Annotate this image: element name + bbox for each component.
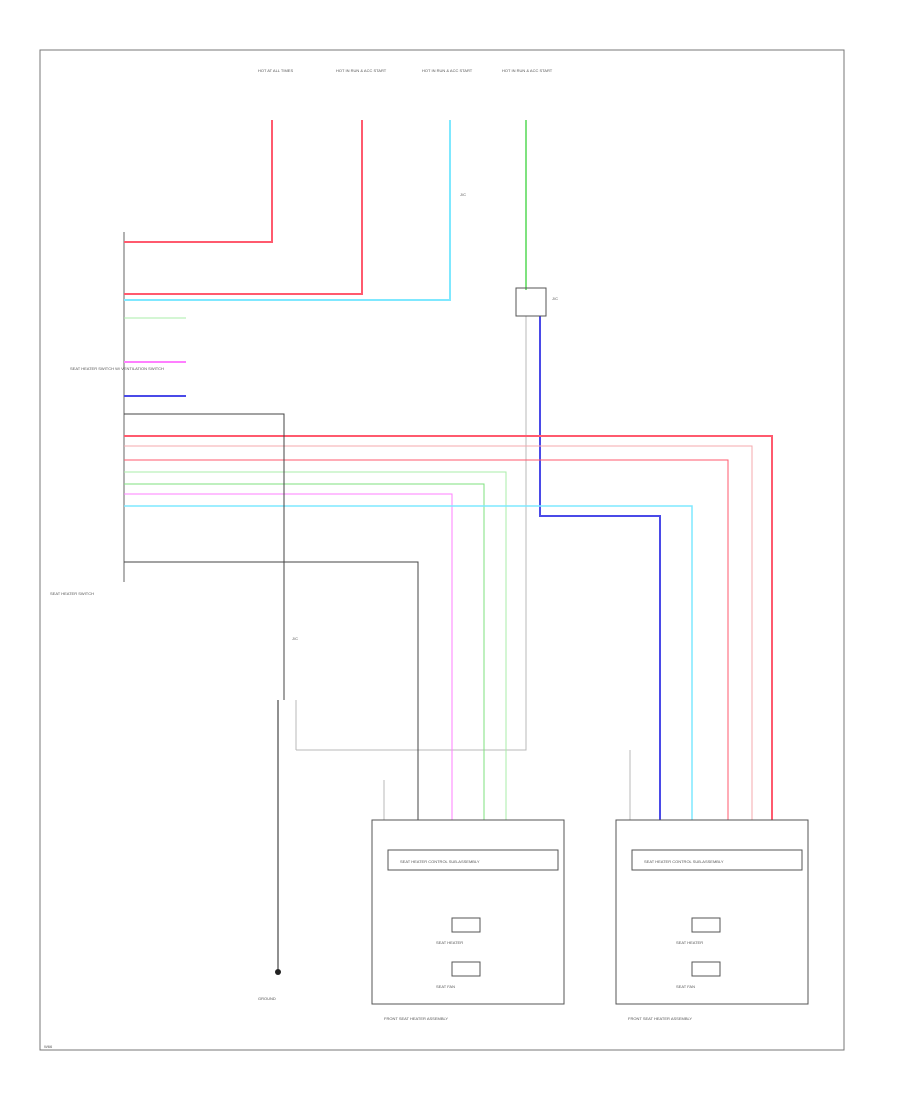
top-connector-label: HOT IN RUN & ACC START [502, 68, 553, 73]
heater-element-box [691, 917, 721, 933]
junction-label: J/C [552, 296, 558, 301]
module-caption: FRONT SEAT HEATER ASSEMBLY [628, 1016, 692, 1021]
module-right: SEAT HEATER CONTROL SUB-ASSEMBLY SEAT HE… [615, 819, 809, 1021]
wire-darkgray [124, 561, 419, 820]
module-outline [615, 819, 809, 1005]
top-connector-label: HOT AT ALL TIMES [258, 68, 293, 73]
wire-gray [296, 316, 527, 751]
fan-box [451, 961, 481, 977]
top-connector-labels: HOT AT ALL TIMES HOT IN RUN & ACC START … [258, 68, 553, 73]
wire-red [124, 120, 363, 295]
ground-label: GROUND [258, 996, 276, 1001]
module-title: SEAT HEATER CONTROL SUB-ASSEMBLY [400, 859, 480, 864]
junction-label: J/C [460, 192, 466, 197]
fan-label: SEAT FAN [676, 984, 695, 989]
junction-connector [515, 287, 547, 317]
module-left: SEAT HEATER CONTROL SUB-ASSEMBLY SEAT HE… [371, 819, 565, 1021]
fan-box [691, 961, 721, 977]
wires [124, 120, 773, 972]
top-connector-label: HOT IN RUN & ACC START [336, 68, 387, 73]
switch-label: SEAT HEATER SWITCH [50, 591, 94, 596]
heater-label: SEAT HEATER [436, 940, 463, 945]
wire-pink [124, 459, 729, 820]
wire-cyan [124, 120, 451, 301]
wire-magenta [124, 493, 453, 820]
module-title-box [631, 849, 803, 871]
wire-red [124, 120, 273, 243]
module-title-box [387, 849, 559, 871]
wire-lightpink [124, 445, 753, 820]
module-outline [371, 819, 565, 1005]
wire-pink [124, 435, 773, 820]
junction-label: J/C [292, 636, 298, 641]
switch-side-label: SEAT HEATER SWITCH W/ VENTILATION SWITCH [70, 366, 164, 371]
wire-cyan [124, 505, 693, 820]
top-connector-label: HOT IN RUN & ACC START [422, 68, 473, 73]
module-caption: FRONT SEAT HEATER ASSEMBLY [384, 1016, 448, 1021]
seat-heater-switch: SEAT HEATER SWITCH W/ VENTILATION SWITCH… [50, 232, 164, 596]
ground-point: GROUND [258, 969, 281, 1001]
heater-label: SEAT HEATER [676, 940, 703, 945]
ground-symbol [275, 969, 281, 975]
fan-label: SEAT FAN [436, 984, 455, 989]
wire-green [124, 483, 485, 820]
diagram-frame [39, 49, 845, 1051]
wire-blue [539, 316, 661, 820]
module-title: SEAT HEATER CONTROL SUB-ASSEMBLY [644, 859, 724, 864]
wire-lightgreen [124, 471, 507, 820]
wire-darkgray [124, 413, 285, 700]
diagram-code: W66 [44, 1044, 53, 1049]
heater-element-box [451, 917, 481, 933]
